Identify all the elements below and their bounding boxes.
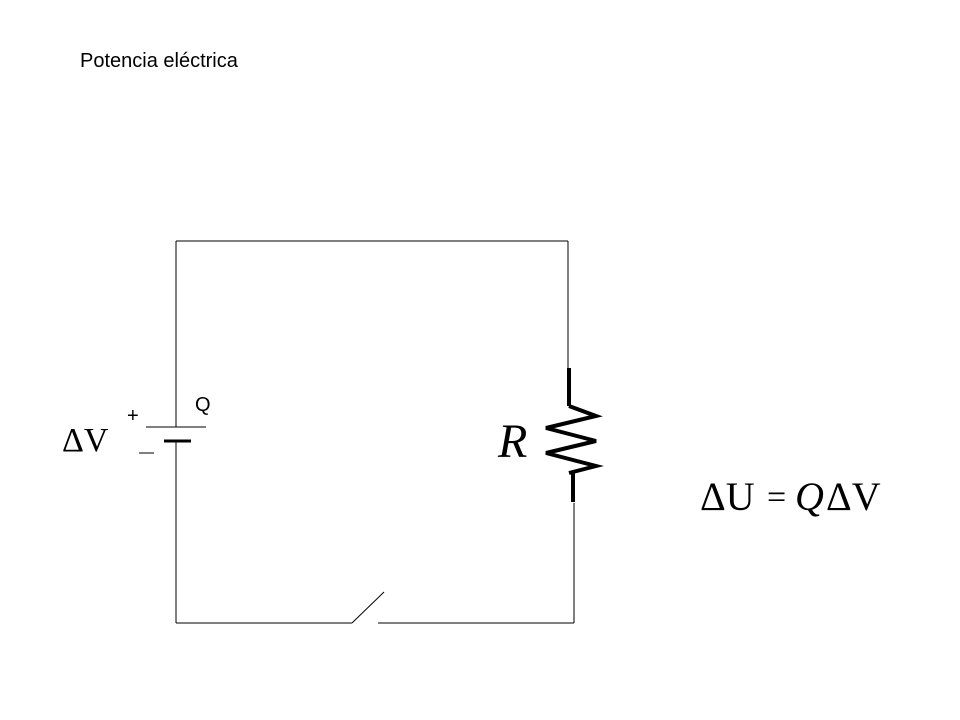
resistor <box>545 368 604 502</box>
equation-charge: Q <box>795 474 824 519</box>
battery-plus-sign: + <box>127 405 139 427</box>
voltage-symbol: ΔV <box>62 422 109 459</box>
equation-voltage: ΔV <box>826 474 881 519</box>
resistor-zigzag <box>545 404 604 475</box>
slide-title: Potencia eléctrica <box>80 50 238 72</box>
equation-lhs: ΔU <box>700 474 755 519</box>
circuit-wires <box>175 240 575 624</box>
charge-label: Q <box>195 394 211 416</box>
equation-equals: = <box>767 479 786 516</box>
battery <box>139 426 206 454</box>
resistor-label: R <box>497 415 527 468</box>
energy-equation: ΔU = Q ΔV <box>700 474 881 519</box>
switch-lever <box>351 591 385 624</box>
